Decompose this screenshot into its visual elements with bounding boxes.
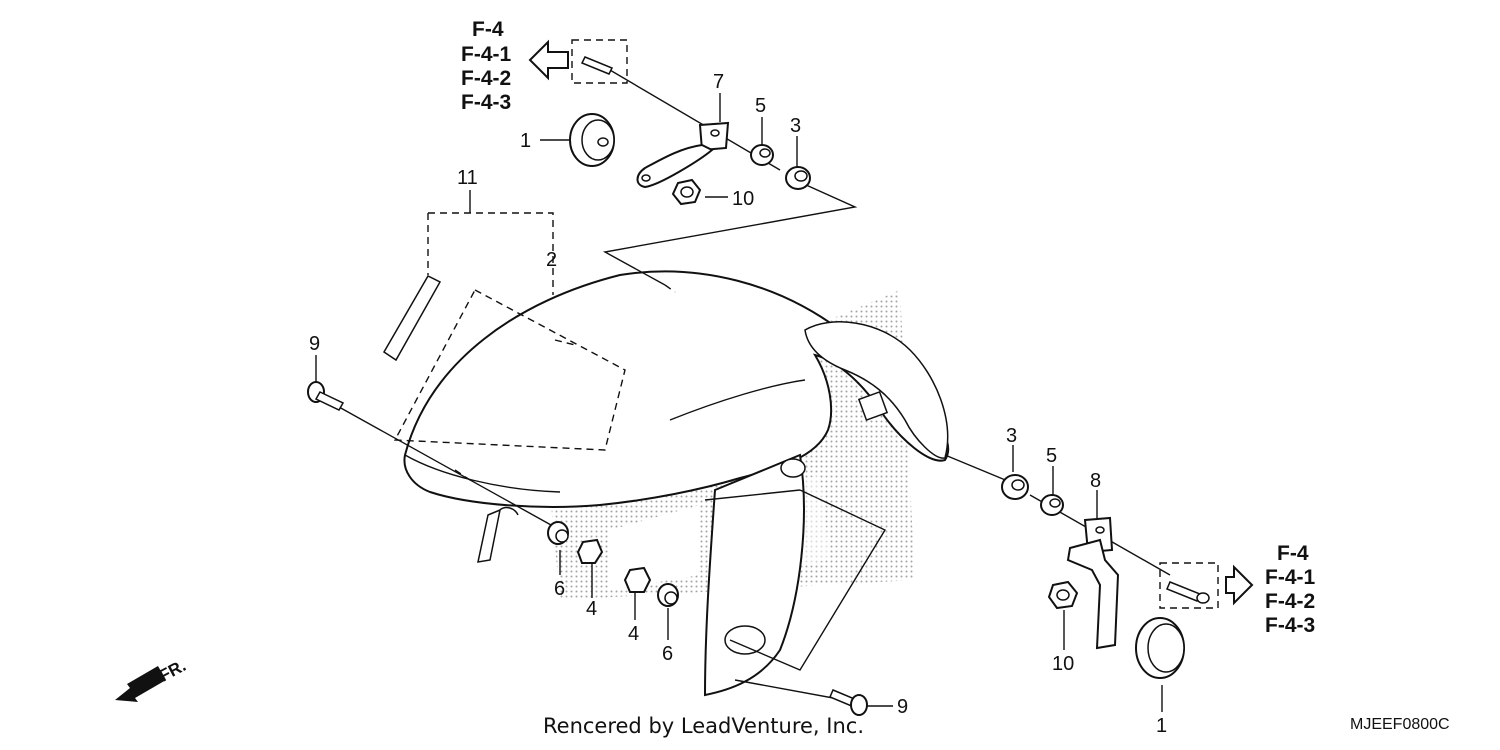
- collar-5-right-icon: [1040, 494, 1064, 516]
- collar-6-left-icon: [547, 521, 569, 545]
- ref-top-2: F-4-2: [461, 67, 511, 90]
- ref-bottom-1: F-4-1: [1265, 566, 1315, 589]
- grommet-top-icon: [569, 113, 615, 167]
- ref-arrow-top-icon: [528, 39, 569, 81]
- callout-6-mid: 6: [662, 643, 673, 665]
- callouts: 1 7 5 3 10 11 2 9 6 4 4 6 9 3 5 8 10 1: [309, 71, 1167, 737]
- collar-5-top-icon: [750, 144, 774, 166]
- callout-7: 7: [713, 71, 724, 93]
- callout-8: 8: [1090, 470, 1101, 492]
- callout-10-top: 10: [732, 188, 754, 210]
- front-direction-arrow-icon: FR.: [115, 656, 189, 702]
- front-fender: [403, 270, 950, 697]
- ref-bottom-0: F-4: [1277, 542, 1309, 565]
- ref-bottom-3: F-4-3: [1265, 614, 1315, 637]
- bracket-7-icon: [636, 121, 730, 189]
- ref-arrow-bottom-icon: [1225, 564, 1254, 606]
- ref-top-1: F-4-1: [461, 43, 511, 66]
- callout-4-mid: 4: [628, 623, 639, 645]
- bracket-8-icon: [1066, 516, 1120, 650]
- ref-bottom-2: F-4-2: [1265, 590, 1315, 613]
- grommet-3-right-icon: [1001, 474, 1029, 500]
- collar-6-mid-icon: [657, 583, 679, 607]
- callout-6-left: 6: [554, 578, 565, 600]
- callout-10-bottom: 10: [1052, 653, 1074, 675]
- nut-10-bottom-icon: [1047, 580, 1079, 610]
- bolt-top-icon: [571, 39, 628, 84]
- nut-4-left-icon: [576, 538, 604, 564]
- bolt-9-bottom-icon: [829, 689, 868, 716]
- footer-credit: Rencered by LeadVenture, Inc.: [543, 714, 864, 738]
- callout-3-right: 3: [1006, 425, 1017, 447]
- callout-4-left: 4: [586, 598, 597, 620]
- callout-1-top: 1: [520, 130, 531, 152]
- callout-9-bottom: 9: [897, 696, 908, 718]
- callout-9-left: 9: [309, 333, 320, 355]
- diagram-code: MJEEF0800C: [1350, 716, 1450, 733]
- callout-11: 11: [457, 167, 478, 189]
- callout-1-bottom: 1: [1156, 715, 1167, 737]
- bolt-9-left-icon: [307, 381, 345, 411]
- callout-2: 2: [546, 249, 557, 271]
- ref-top-0: F-4: [472, 18, 504, 41]
- refs-bottom: F-4 F-4-1 F-4-2 F-4-3: [1265, 542, 1315, 637]
- ref-top-3: F-4-3: [461, 91, 511, 114]
- bolt-bottom-right-icon: [1159, 562, 1219, 609]
- grommet-3-top-icon: [785, 166, 811, 190]
- refs-top: F-4 F-4-1 F-4-2 F-4-3: [461, 18, 511, 114]
- callout-3-top: 3: [790, 115, 801, 137]
- nut-10-top-icon: [671, 178, 702, 206]
- callout-5-right: 5: [1046, 445, 1057, 467]
- nut-4-mid-icon: [623, 566, 652, 593]
- callout-5-top: 5: [755, 95, 766, 117]
- assembly-lines: [315, 62, 1171, 712]
- grommet-bottom-icon: [1135, 617, 1185, 679]
- hardware: [307, 39, 1219, 716]
